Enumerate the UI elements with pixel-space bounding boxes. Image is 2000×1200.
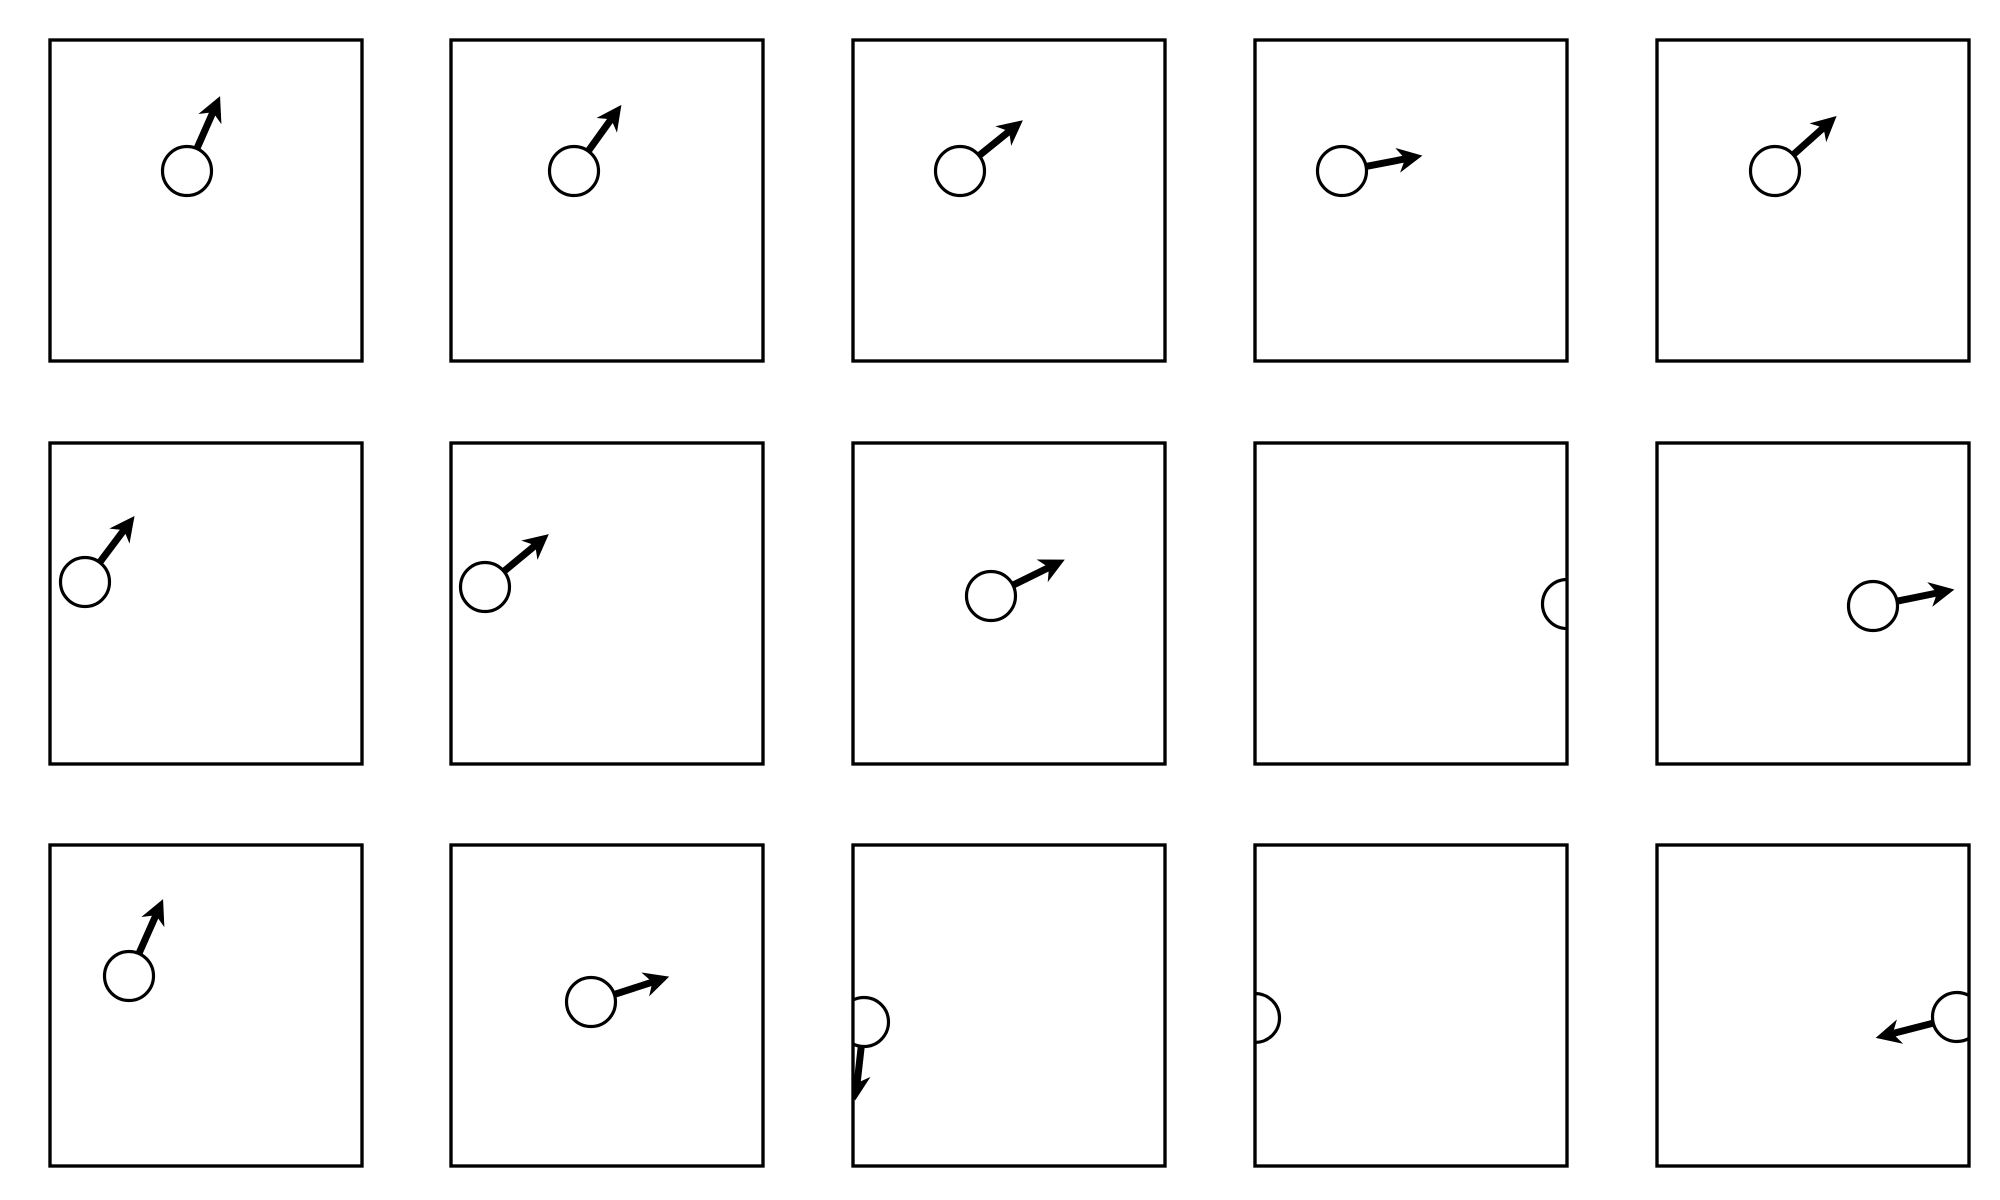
panel-frame-overlay (851, 843, 1167, 1168)
panel-frame (1253, 843, 1569, 1168)
panel (1253, 441, 1569, 766)
velocity-arrow (1875, 1019, 1935, 1044)
panel (48, 843, 364, 1168)
panel (851, 843, 1167, 1168)
panel (48, 38, 364, 363)
ball (964, 569, 1018, 623)
panel-frame-overlay (851, 441, 1167, 766)
panel (1655, 441, 1971, 766)
panel (48, 441, 364, 766)
panel-frame (851, 843, 1167, 1168)
panel-frame-overlay (1655, 38, 1971, 363)
ball (547, 144, 601, 198)
panel (851, 441, 1167, 766)
panel-frame-overlay (48, 441, 364, 766)
panel-frame-overlay (1253, 843, 1569, 1168)
panel-frame-overlay (851, 38, 1167, 363)
panel-frame-overlay (48, 38, 364, 363)
panel (1655, 843, 1971, 1168)
velocity-arrow (135, 899, 165, 956)
panel-frame (1655, 38, 1971, 363)
velocity-arrow (501, 534, 549, 575)
panel-frame-overlay (449, 38, 765, 363)
panel-frame-overlay (1253, 38, 1569, 363)
ball (853, 995, 891, 1049)
ball (933, 144, 987, 198)
panel-frame-overlay (1655, 441, 1971, 766)
panel (1655, 38, 1971, 363)
velocity-arrow (613, 972, 670, 998)
velocity-arrow (1011, 559, 1065, 589)
velocity-arrow (1365, 147, 1423, 173)
velocity-arrow (96, 515, 135, 565)
panel-frame-overlay (1253, 441, 1569, 766)
ball (1930, 990, 1969, 1044)
panel (851, 38, 1167, 363)
panel-frame-overlay (48, 843, 364, 1168)
ball (1255, 991, 1282, 1045)
velocity-arrow (1790, 115, 1837, 158)
panel (449, 843, 765, 1168)
panel (1253, 843, 1569, 1168)
panel-frame (48, 843, 364, 1168)
panel-frame-overlay (1655, 843, 1971, 1168)
panel (449, 441, 765, 766)
panel-frame (851, 38, 1167, 363)
panel-frame-overlay (449, 843, 765, 1168)
ball (1748, 144, 1802, 198)
velocity-arrow (193, 96, 222, 150)
panel-frame (1655, 843, 1971, 1168)
ball (1540, 577, 1567, 631)
velocity-arrow (1896, 582, 1955, 607)
panel (1253, 38, 1569, 363)
velocity-arrow (585, 104, 622, 154)
ball (1315, 144, 1369, 198)
panel-frame (1253, 38, 1569, 363)
panel-frame-overlay (449, 441, 765, 766)
velocity-arrow (853, 1045, 871, 1101)
panel-frame (449, 38, 765, 363)
velocity-arrow (976, 120, 1023, 159)
ball (160, 144, 214, 198)
ball (458, 560, 512, 614)
panel (449, 38, 765, 363)
ball (564, 975, 618, 1029)
ball (1846, 579, 1900, 633)
ball (102, 949, 156, 1003)
panel-frame (1655, 441, 1971, 766)
panel-frame (1253, 441, 1569, 766)
panel-frame (48, 38, 364, 363)
ball (58, 555, 112, 609)
